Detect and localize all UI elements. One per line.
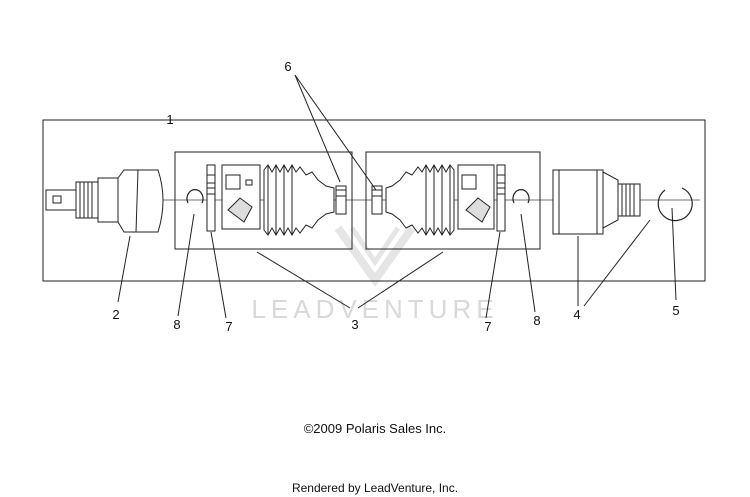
callout-8-right: 8 (533, 313, 540, 328)
boot-left (221, 163, 347, 237)
callout-7-left: 7 (225, 319, 232, 334)
callout-1: 1 (166, 112, 173, 127)
watermark-logo (334, 225, 416, 287)
snap-ring-left (186, 189, 204, 204)
circlip (657, 187, 693, 222)
callout-5: 5 (672, 303, 679, 318)
outer-cv-joint (45, 169, 164, 233)
clamp-right (496, 164, 506, 232)
callout-4: 4 (573, 307, 580, 322)
rendered-by-text: Rendered by LeadVenture, Inc. (291, 481, 459, 495)
callout-6: 6 (284, 59, 291, 74)
leader-lines (117, 74, 677, 319)
assembly-outline (42, 119, 706, 282)
snap-ring-right (512, 189, 530, 204)
callout-7-right: 7 (484, 319, 491, 334)
boot-right (371, 163, 495, 237)
clamp-left (206, 164, 216, 232)
callout-3: 3 (351, 317, 358, 332)
boot-kit-left-outline (174, 151, 353, 250)
inner-cv-housing (552, 169, 641, 235)
copyright-text: ©2009 Polaris Sales Inc. (303, 421, 447, 436)
callout-8-left: 8 (173, 317, 180, 332)
watermark-text: LEADVENTURE (251, 294, 498, 324)
callout-2: 2 (112, 307, 119, 322)
boot-kit-right-outline (365, 151, 541, 250)
